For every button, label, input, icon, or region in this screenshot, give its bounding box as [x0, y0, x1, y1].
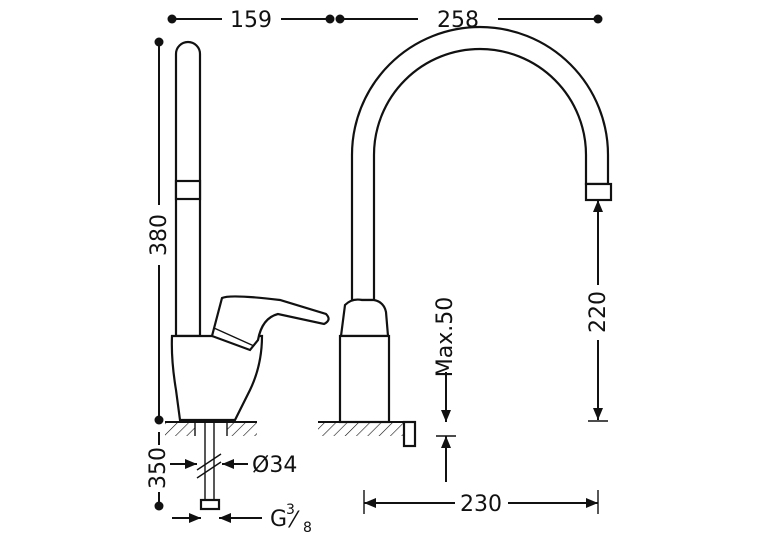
dimension-380-label: 380 [147, 214, 172, 256]
dimension-230: 230 [363, 490, 599, 517]
dimension-350: 350 [146, 432, 171, 511]
dimension-380: 380 [147, 37, 172, 425]
front-view-faucet [318, 25, 613, 448]
dimension-159-label: 159 [230, 8, 272, 33]
dimension-220: 220 [586, 200, 611, 422]
dimension-230-label: 230 [460, 492, 502, 517]
dimension-diameter-label: Ø34 [252, 453, 297, 478]
dimension-diameter: Ø34 [170, 453, 297, 478]
dimension-thread-denominator: 8 [303, 520, 312, 536]
dimension-max-deck: Max.50 [433, 297, 458, 482]
dimension-thread-numerator: 3 [286, 502, 295, 518]
dimension-thread-label: G [270, 507, 287, 532]
side-view-faucet [165, 40, 330, 511]
dimension-220-label: 220 [586, 291, 611, 333]
dimension-350-label: 350 [146, 447, 171, 489]
dimension-159: 159 [167, 8, 335, 33]
dimension-thread: G 3 ⁄ 8 [172, 502, 312, 536]
dimension-max-deck-label: Max.50 [433, 297, 458, 377]
